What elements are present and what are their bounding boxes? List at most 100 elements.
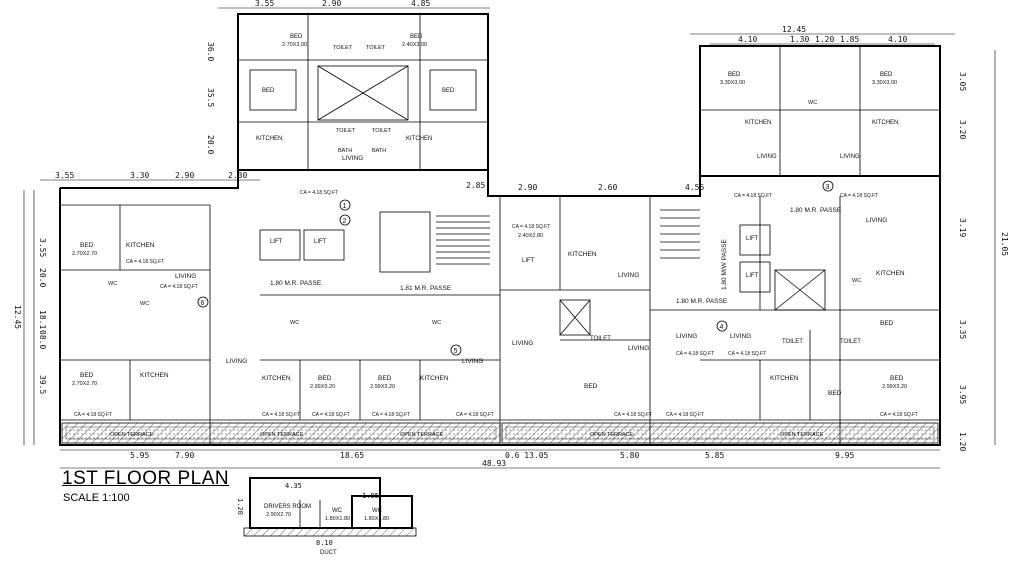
balcony-10: CA = 4.18 SQ.FT	[880, 412, 918, 418]
annex-dim-d: 1.20	[236, 498, 244, 515]
label-bed-mid-left: BED	[262, 88, 275, 94]
passage-5: 1.80 M.R. PASSE	[790, 207, 842, 214]
dim-row2-6: 2.90	[518, 183, 537, 192]
dim-top-right-total: 12.45	[782, 25, 806, 34]
passage-1: 1.80 M.R. PASSE	[270, 280, 322, 287]
annex-size-wc2: 1.80X1.80	[364, 516, 389, 522]
label-kitchen-c2: KITCHEN	[420, 375, 449, 382]
room-box	[65, 426, 497, 440]
label-toilet-m1: TOILET	[590, 336, 611, 342]
balcony-9: CA = 4.18 SQ.FT	[666, 412, 704, 418]
dim-overall-width: 48.93	[482, 459, 506, 468]
label-bath-top-2: BATH	[372, 148, 386, 154]
label-bed-l1: BED	[80, 242, 94, 249]
dim-right-3: 3.19	[958, 218, 967, 237]
dim-right-2: 3.20	[958, 120, 967, 139]
annex-outline	[249, 477, 381, 529]
label-living-r1: LIVING	[676, 333, 697, 340]
label-wc-l1: WC	[108, 281, 117, 287]
section-markers: 1 2 3 4 5 6	[197, 180, 834, 356]
dim-row2-8: 4.55	[685, 183, 704, 192]
marker-2: 2	[343, 218, 347, 225]
dim-left-1: 3.55	[38, 238, 47, 257]
room-box	[303, 229, 345, 261]
label-living-l1: LIVING	[175, 273, 196, 280]
room-box	[739, 261, 771, 293]
label-living-r3: LIVING	[866, 217, 887, 224]
wall-line	[559, 299, 591, 336]
label-lift-2: LIFT	[314, 239, 327, 245]
balcony-4: CA = 4.18 SQ.FT	[262, 412, 300, 418]
balcony-8: CA = 4.18 SQ.FT	[614, 412, 652, 418]
marker-1: 1	[343, 203, 347, 210]
label-bed-m2: BED	[584, 383, 598, 390]
label-bed-c2: BED	[378, 375, 392, 382]
dim-left-overall: 12.45	[13, 305, 22, 329]
balcony-15: CA = 4.18 SQ.FT	[676, 351, 714, 357]
dim-left-5: 39.5	[38, 375, 47, 394]
wall-line	[317, 65, 409, 121]
dim-bottom-4: 0.6 13.05	[505, 451, 549, 460]
dim-bottom-3: 18.65	[340, 451, 364, 460]
size-bed-l2: 2.70X2.70	[72, 381, 97, 387]
passage-3: 1.80 M.R. PASSE	[676, 298, 728, 305]
balcony-5: CA = 4.18 SQ.FT	[312, 412, 350, 418]
plan-title: 1ST FLOOR PLAN	[62, 468, 229, 490]
label-kitchen-top-right: KITCHEN	[406, 136, 432, 142]
label-bed-ur-right: BED	[880, 72, 893, 78]
label-living-t1: LIVING	[342, 155, 363, 162]
dim-bottom-1: 5.95	[130, 451, 149, 460]
room-box	[351, 495, 413, 529]
label-kitchen-r1: KITCHEN	[770, 375, 799, 382]
passage-2: 1.81 M.R. PASSE	[400, 285, 452, 292]
balcony-14: CA = 4.18 SQ.FT	[840, 193, 878, 199]
wall-line	[774, 269, 826, 311]
label-living-ur-left: LIVING	[757, 154, 777, 160]
dim-right-4: 3.35	[958, 320, 967, 339]
label-toilet-top-2: TOILET	[366, 45, 386, 51]
label-living-m2: LIVING	[512, 340, 533, 347]
balcony-6: CA = 4.18 SQ.FT	[372, 412, 410, 418]
label-living-l2: LIVING	[226, 358, 247, 365]
lift-core-right	[774, 269, 826, 311]
dim-right-1: 3.05	[958, 72, 967, 91]
dim-top-right-3: 1.20	[815, 35, 834, 44]
room-box	[259, 229, 301, 261]
terrace-label-1: OPEN TERRACE	[110, 432, 154, 438]
size-bed-c1: 2.99X3.20	[310, 384, 335, 390]
dim-bottom-6: 5.85	[705, 451, 724, 460]
dim-bottom-5: 5.80	[620, 451, 639, 460]
room-box	[249, 69, 297, 111]
dim-row2-5: 2.85	[466, 181, 485, 190]
dim-row2-3: 2.90	[175, 171, 194, 180]
annex-dim-a: 4.35	[285, 482, 302, 490]
balcony-1: CA = 4.18 SQ.FT	[126, 259, 164, 265]
balcony-2: CA = 4.18 SQ.FT	[160, 284, 198, 290]
annex-dim-b: 1.85	[362, 492, 379, 500]
label-kitchen-ur-right: KITCHEN	[872, 120, 898, 126]
annex-size-wc1: 1.80X1.80	[325, 516, 350, 522]
dim-right-5: 3.95	[958, 385, 967, 404]
label-wc-ur: WC	[808, 100, 817, 106]
annex-label-wc2: WC	[372, 508, 383, 514]
label-bed-r1: BED	[828, 390, 842, 397]
dim-top-right-1: 4.10	[738, 35, 757, 44]
label-toilet-r1: TOILET	[782, 339, 803, 345]
label-living-m1: LIVING	[618, 272, 639, 279]
marker-6: 6	[201, 300, 205, 307]
marker-4: 4	[720, 324, 724, 331]
dim-left-3: 18.1	[38, 310, 47, 329]
dim-row2-2: 3.30	[130, 171, 149, 180]
dim-top-3: 4.85	[411, 0, 430, 8]
terrace-label-4: OPEN TERRACE	[590, 432, 634, 438]
size-bed-r2: 2.99X3.20	[882, 384, 907, 390]
label-wc-l2: WC	[140, 301, 149, 307]
size-bed-ur-right: 3.30X3.00	[872, 80, 897, 86]
label-bed-r3: BED	[880, 320, 894, 327]
label-lift-3: LIFT	[746, 236, 759, 242]
dim-right-6: 1.20	[958, 432, 967, 451]
dim-right-overall: 21.05	[1000, 232, 1009, 256]
size-bed-c2: 2.99X3.20	[370, 384, 395, 390]
dim-top-right-5: 4.10	[888, 35, 907, 44]
